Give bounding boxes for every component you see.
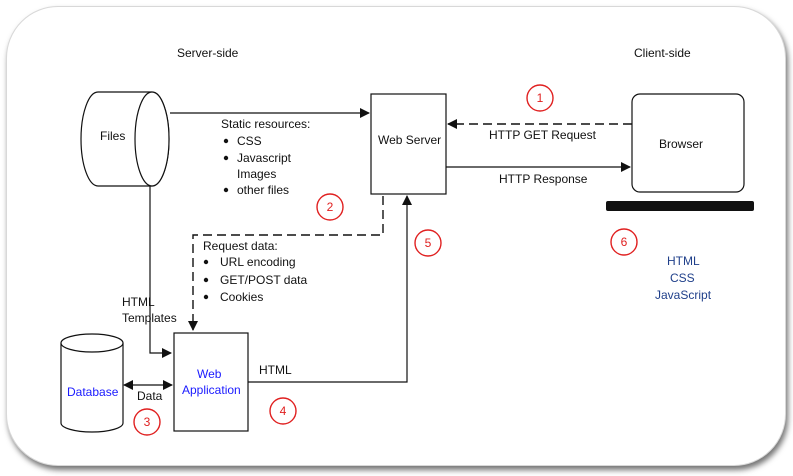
step-marker-4: 4 xyxy=(269,397,297,425)
html-return-arrow xyxy=(248,195,412,383)
html-templates-arrow xyxy=(149,186,172,358)
step-marker-2: 2 xyxy=(316,193,344,221)
step-marker-3: 3 xyxy=(133,408,161,436)
request-data-item: GET/POST data xyxy=(220,273,307,287)
html-label: HTML xyxy=(259,363,292,377)
request-data-item: URL encoding xyxy=(220,255,296,269)
browser-label: Browser xyxy=(659,137,703,151)
web-application-label-line2: Application xyxy=(182,383,241,397)
step-number: 2 xyxy=(327,200,334,214)
request-data-arrow xyxy=(188,196,384,331)
browser-box: Browser xyxy=(606,93,754,211)
client-tech-css: CSS xyxy=(670,271,695,285)
data-label: Data xyxy=(137,389,163,403)
request-data-list: Request data: URL encoding GET/POST data… xyxy=(203,239,307,304)
request-data-title: Request data: xyxy=(203,239,278,253)
request-data-item: Cookies xyxy=(220,290,263,304)
client-side-header: Client-side xyxy=(634,46,691,60)
client-tech-html: HTML xyxy=(667,254,700,268)
html-templates-label-line1: HTML xyxy=(122,295,155,309)
step-number: 4 xyxy=(280,404,287,418)
static-resource-item: Javascript xyxy=(237,151,292,165)
static-resources-list: Static resources: CSS Javascript Images … xyxy=(221,117,310,197)
http-get-label: HTTP GET Request xyxy=(489,128,597,142)
files-label: Files xyxy=(100,129,125,143)
server-side-header: Server-side xyxy=(177,46,239,60)
step-number: 3 xyxy=(144,415,151,429)
step-number: 1 xyxy=(537,91,544,105)
step-marker-6: 6 xyxy=(610,228,638,256)
web-application-box: Web Application xyxy=(173,332,249,432)
web-server-label: Web Server xyxy=(378,133,441,147)
step-number: 6 xyxy=(621,235,628,249)
files-cylinder: Files xyxy=(80,91,170,187)
step-marker-5: 5 xyxy=(414,229,442,257)
static-resource-item: CSS xyxy=(237,134,262,148)
html-templates-label-line2: Templates xyxy=(122,311,177,325)
web-application-label-line1: Web xyxy=(197,367,222,381)
database-label: Database xyxy=(67,385,119,399)
database-cylinder: Database xyxy=(60,333,124,433)
http-response-label: HTTP Response xyxy=(499,172,588,186)
static-resource-item: other files xyxy=(237,183,289,197)
static-resources-title: Static resources: xyxy=(221,117,310,131)
step-marker-1: 1 xyxy=(526,84,554,112)
static-resource-item: Images xyxy=(237,167,276,181)
step-number: 5 xyxy=(425,236,432,250)
client-tech-javascript: JavaScript xyxy=(655,288,712,302)
web-server-box: Web Server xyxy=(370,93,447,195)
